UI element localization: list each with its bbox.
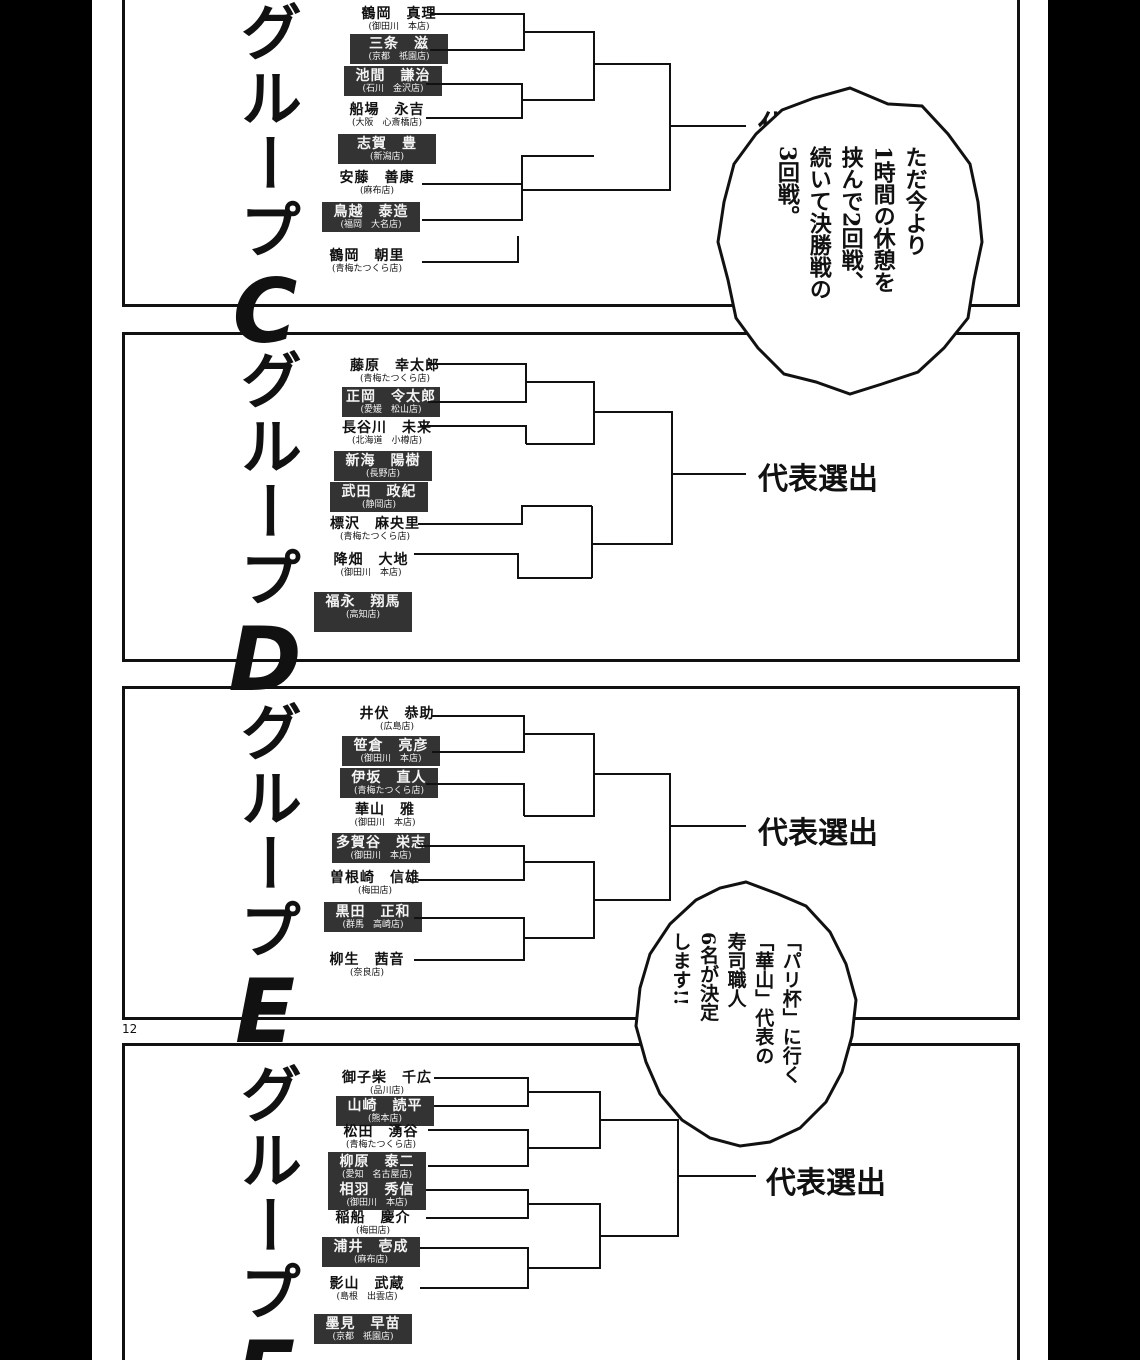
group-d-entry: 福永 翔馬(高知店) — [314, 592, 412, 632]
group-d-title: グループ D — [210, 348, 320, 704]
group-e-entry: 井伏 恭助(広島店) — [359, 706, 435, 732]
group-e-entry: 柳生 茜音(奈良店) — [329, 952, 405, 978]
group-d-entry: 長谷川 未来(北海道 小樽店) — [342, 420, 432, 446]
group-e-entry: 曽根崎 信雄(梅田店) — [330, 870, 420, 896]
group-d-label: グループ — [229, 348, 302, 612]
manga-page: 12 グループ C グループ D グループ E グループ F 鶴岡 真理(御田川… — [92, 0, 1048, 1360]
bracket-line — [522, 31, 595, 101]
group-e-entry: 笹倉 亮彦(御田川 本店) — [342, 736, 440, 766]
group-c-entry: 志賀 豊(新潟店) — [338, 134, 436, 164]
bracket-line — [418, 845, 525, 881]
bracket-line — [528, 1203, 601, 1269]
page-number: 12 — [122, 1022, 138, 1036]
bracket-line — [414, 917, 525, 961]
bracket-line — [426, 783, 525, 816]
group-f-entry: 影山 武蔵(島根 出雲店) — [329, 1276, 405, 1302]
group-d-entry: 正岡 令太郎(愛媛 松山店) — [342, 387, 440, 417]
bracket-line — [528, 1091, 601, 1149]
group-e-entry: 華山 雅(御田川 本店) — [354, 802, 416, 828]
group-d-entry: 標沢 麻央里(青梅たつくら店) — [330, 516, 420, 542]
group-e-entry: 多賀谷 栄志(御田川 本店) — [332, 833, 430, 863]
group-d-entry: 降畑 大地(御田川 本店) — [333, 552, 409, 578]
group-c-entry: 安藤 善康(麻布店) — [339, 170, 415, 196]
bracket-line — [592, 411, 673, 545]
bracket-line — [428, 1129, 529, 1167]
group-e-letter: E — [234, 960, 296, 1063]
bracket-line — [434, 1077, 529, 1107]
bracket-line — [420, 1247, 529, 1289]
bracket-line — [430, 13, 525, 51]
speech-bubble-announcement: 「パリ杯」に行く 「華山」代表の 寿司職人 6名が決定 します!! — [630, 876, 862, 1150]
group-e-label: グループ — [229, 700, 302, 964]
group-f-entry: 松田 湧谷(青梅たつくら店) — [343, 1124, 419, 1150]
tournament-brackets — [414, 13, 756, 1289]
bracket-line — [428, 363, 527, 403]
group-f-entry: 浦井 壱成(麻布店) — [322, 1237, 420, 1267]
group-f-entry: 稲船 慶介(梅田店) — [335, 1210, 411, 1236]
group-d-entry: 藤原 幸太郎(青梅たつくら店) — [350, 358, 440, 384]
group-f-representative-label: 代表選出 — [766, 1166, 886, 1201]
group-d-entry: 武田 政紀(静岡店) — [330, 482, 428, 512]
group-c-letter: C — [232, 260, 298, 363]
bubble-text-break: ただ今より 1時間の休憩を 挟んで2回戦、 続いて決勝戦の 3回戦。 — [773, 146, 928, 300]
group-d-representative-label: 代表選出 — [758, 462, 878, 497]
group-c-title: グループ C — [210, 0, 320, 356]
group-e-entry: 黒田 正和(群馬 高崎店) — [324, 902, 422, 932]
group-c-entry: 鶴岡 真理(御田川 本店) — [361, 6, 437, 32]
group-c-entry: 鶴岡 朝里(青梅たつくら店) — [329, 248, 405, 274]
bracket-line — [426, 83, 523, 119]
bracket-line — [432, 715, 525, 753]
bracket-line — [522, 63, 671, 191]
group-e-representative-label: 代表選出 — [758, 816, 878, 851]
bracket-line — [418, 505, 592, 525]
group-d-letter: D — [228, 608, 302, 711]
group-f-title: グループ F — [210, 1062, 320, 1360]
bracket-line — [594, 773, 671, 901]
group-e-entry: 伊坂 直人(青梅たつくら店) — [340, 768, 438, 798]
bracket-line — [600, 1119, 679, 1237]
group-f-entry: 御子柴 千広(品川店) — [342, 1070, 432, 1096]
spiky-bubble-outline — [634, 880, 858, 1148]
group-c-entry: 池間 謙治(石川 金沢店) — [344, 66, 442, 96]
group-e-panel — [122, 686, 1020, 1020]
bracket-line — [422, 183, 523, 221]
speech-bubble-break: ただ今より 1時間の休憩を 挟んで2回戦、 続いて決勝戦の 3回戦。 — [712, 82, 988, 398]
group-c-entry: 船場 永吉(大阪 心斎橋店) — [349, 102, 425, 128]
group-f-entry: 柳原 泰二(愛知 名古屋店) — [328, 1152, 426, 1182]
group-f-label: グループ — [229, 1062, 302, 1326]
bracket-line — [422, 236, 519, 263]
group-d-entry: 新海 陽樹(長野店) — [334, 451, 432, 481]
group-e-title: グループ E — [210, 700, 320, 1056]
bracket-line — [526, 381, 595, 445]
bubble-text-announcement: 「パリ杯」に行く 「華山」代表の 寿司職人 6名が決定 します!! — [669, 932, 802, 1084]
bracket-line — [426, 1189, 529, 1219]
group-f-letter: F — [235, 1330, 295, 1360]
group-f-panel — [122, 1043, 1020, 1360]
group-f-entry: 相羽 秀信(御田川 本店) — [328, 1180, 426, 1210]
group-c-entry: 鳥越 泰造(福岡 大名店) — [322, 202, 420, 232]
group-c-label: グループ — [229, 0, 302, 264]
group-f-entry: 墨見 早苗(京都 祇園店) — [314, 1314, 412, 1344]
bracket-line — [521, 155, 594, 202]
bracket-line — [524, 733, 595, 817]
spiky-bubble-outline — [716, 86, 984, 396]
bracket-line — [420, 425, 527, 444]
group-f-entry: 山崎 読平(熊本店) — [336, 1096, 434, 1126]
bracket-line — [524, 861, 595, 939]
bracket-line — [414, 553, 592, 579]
